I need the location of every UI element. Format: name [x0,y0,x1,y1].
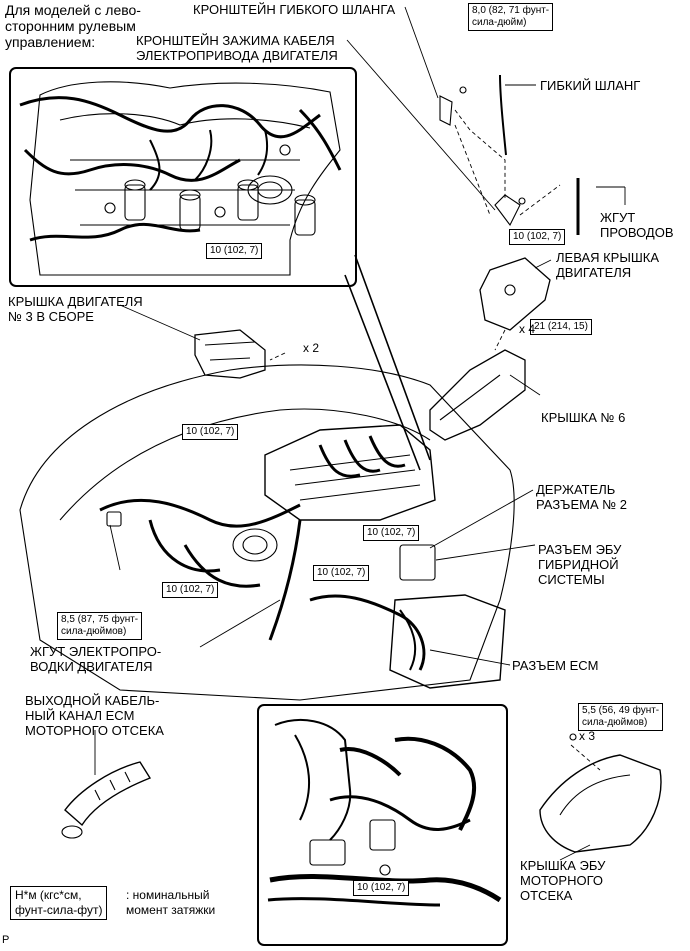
quantity-x3: x 3 [579,729,596,743]
torque-box-10-mid: 10 (102, 7) [313,565,370,581]
torque-box-8-5: 8,5 (87, 75 фунт- сила-дюймов) [57,612,143,640]
dashed-lines [270,110,600,770]
flex-hose-bracket-label: КРОНШТЕЙН ГИБКОГО ШЛАНГА [193,2,396,17]
lhd-models-note: Для моделей с лево- сторонним рулевым уп… [5,2,141,50]
engine-wire-harness-label: ЖГУТ ЭЛЕКТРОПРО- ВОДКИ ДВИГАТЕЛЯ [30,644,162,674]
engine-ecu-cover-label: КРЫШКА ЭБУ МОТОРНОГО ОТСЕКА [520,858,606,903]
engine-cover-3-art [195,330,265,378]
torque-box-10-inset-top: 10 (102, 7) [206,243,263,259]
ecm-connector-label: РАЗЪЕМ ECM [512,658,599,673]
bottom-inset-frame [258,705,507,945]
torque-box-5-5: 5,5 (56, 49 фунт- сила-дюймов) [578,703,664,731]
ecu-cover-art [540,734,661,852]
connector-holder-2-label: ДЕРЖАТЕЛЬ РАЗЪЕМА № 2 [536,482,628,512]
cover-6-label: КРЫШКА № 6 [541,410,626,425]
flex-hose-label: ГИБКИЙ ШЛАНГ [540,78,641,93]
ecm-output-cable-duct-label: ВЫХОДНОЙ КАБЕЛЬ- НЫЙ КАНАЛ ECM МОТОРНОГО… [25,693,164,738]
hybrid-ecu-connector-label: РАЗЪЕМ ЭБУ ГИБРИДНОЙ СИСТЕМЫ [538,542,622,587]
legend-description: : номинальный момент затяжки [126,888,216,917]
motor-cable-clamp-bracket-label: КРОНШТЕЙН ЗАЖИМА КАБЕЛЯ ЭЛЕКТРОПРИВОДА Д… [136,33,338,63]
torque-box-10-harness: 10 (102, 7) [509,229,566,245]
engine-cover-3-label: КРЫШКА ДВИГАТЕЛЯ № 3 В СБОРЕ [8,294,143,324]
bottom-inset-art [268,720,500,905]
torque-box-10-right: 10 (102, 7) [363,525,420,541]
inset-engine-top [20,82,340,275]
brackets-art [440,75,578,235]
legend-torque-unit-box: Н*м (кгс*см, фунт-сила-фут) [10,886,108,920]
torque-box-10-center: 10 (102, 7) [182,424,239,440]
left-engine-cover-art [480,258,550,330]
quantity-x2: x 2 [303,341,320,355]
left-engine-cover-label: ЛЕВАЯ КРЫШКА ДВИГАТЕЛЯ [556,250,660,280]
corner-mark: P [2,934,10,946]
wire-harness-label: ЖГУТ ПРОВОДОВ [600,210,674,240]
top-inset-frame [10,68,356,286]
torque-box-10-inset-bottom: 10 (102, 7) [353,880,410,896]
torque-box-10-left: 10 (102, 7) [162,582,219,598]
ecm-cable-duct-art [62,762,150,838]
cover-6-art [430,350,525,440]
torque-box-8-0: 8,0 (82, 71 фунт- сила-дюйм) [468,3,554,31]
engine-bay-art [20,365,514,700]
leader-lines [95,7,625,860]
quantity-x4: x 4 [519,322,536,336]
torque-box-21: 21 (214, 15) [530,319,592,335]
